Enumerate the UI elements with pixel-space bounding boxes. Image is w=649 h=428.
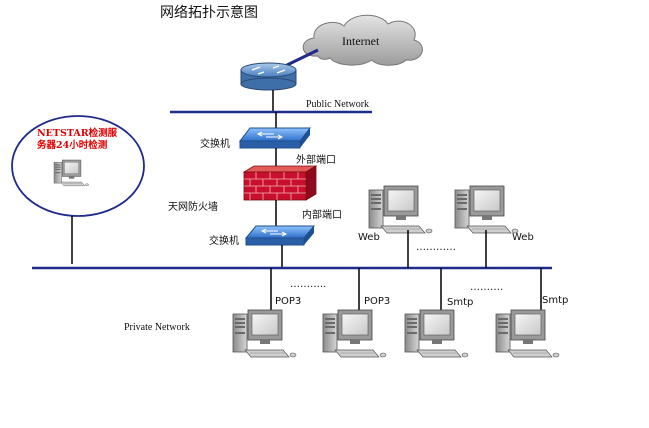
web-server-2	[454, 185, 519, 234]
web-server-1	[368, 185, 433, 234]
internet-cloud-icon	[302, 14, 423, 66]
firewall-label: 天网防火墙	[168, 200, 218, 213]
router-icon	[240, 62, 297, 91]
diagram-title: 网络拓扑示意图	[160, 4, 258, 21]
netstar-monitor-server	[11, 115, 145, 217]
private-network-label: Private Network	[124, 322, 190, 333]
smtp-label-2: Smtp	[542, 295, 568, 306]
internet-link	[284, 48, 319, 68]
netstar-text-line1: NETSTAR检测服	[37, 127, 118, 139]
firewall-icon	[242, 165, 318, 201]
netstar-text-line2: 务器24小时检测	[37, 139, 108, 151]
pop3-server-2	[322, 309, 387, 358]
web-label-2: Web	[512, 232, 534, 243]
switch-top-label: 交换机	[200, 137, 230, 150]
pop3-ellipsis: ………..	[290, 279, 326, 290]
pop3-server-1	[232, 309, 297, 358]
web-label-1: Web	[358, 232, 380, 243]
switch-top-icon	[238, 127, 312, 149]
smtp-server-2	[495, 309, 560, 358]
smtp-label-1: Smtp	[447, 297, 473, 308]
smtp-ellipsis: ……….	[470, 282, 503, 293]
smtp-server-1	[404, 309, 469, 358]
switch-bottom-label: 交换机	[209, 234, 239, 247]
web-ellipsis: …………	[416, 242, 456, 253]
public-network-label: Public Network	[306, 99, 369, 110]
pop3-label-1: POP3	[275, 296, 301, 307]
pop3-label-2: POP3	[364, 296, 390, 307]
internet-label: Internet	[342, 34, 380, 48]
internal-port-label: 内部端口	[302, 208, 342, 221]
external-port-label: 外部端口	[296, 153, 336, 166]
switch-bottom-icon	[244, 225, 316, 246]
